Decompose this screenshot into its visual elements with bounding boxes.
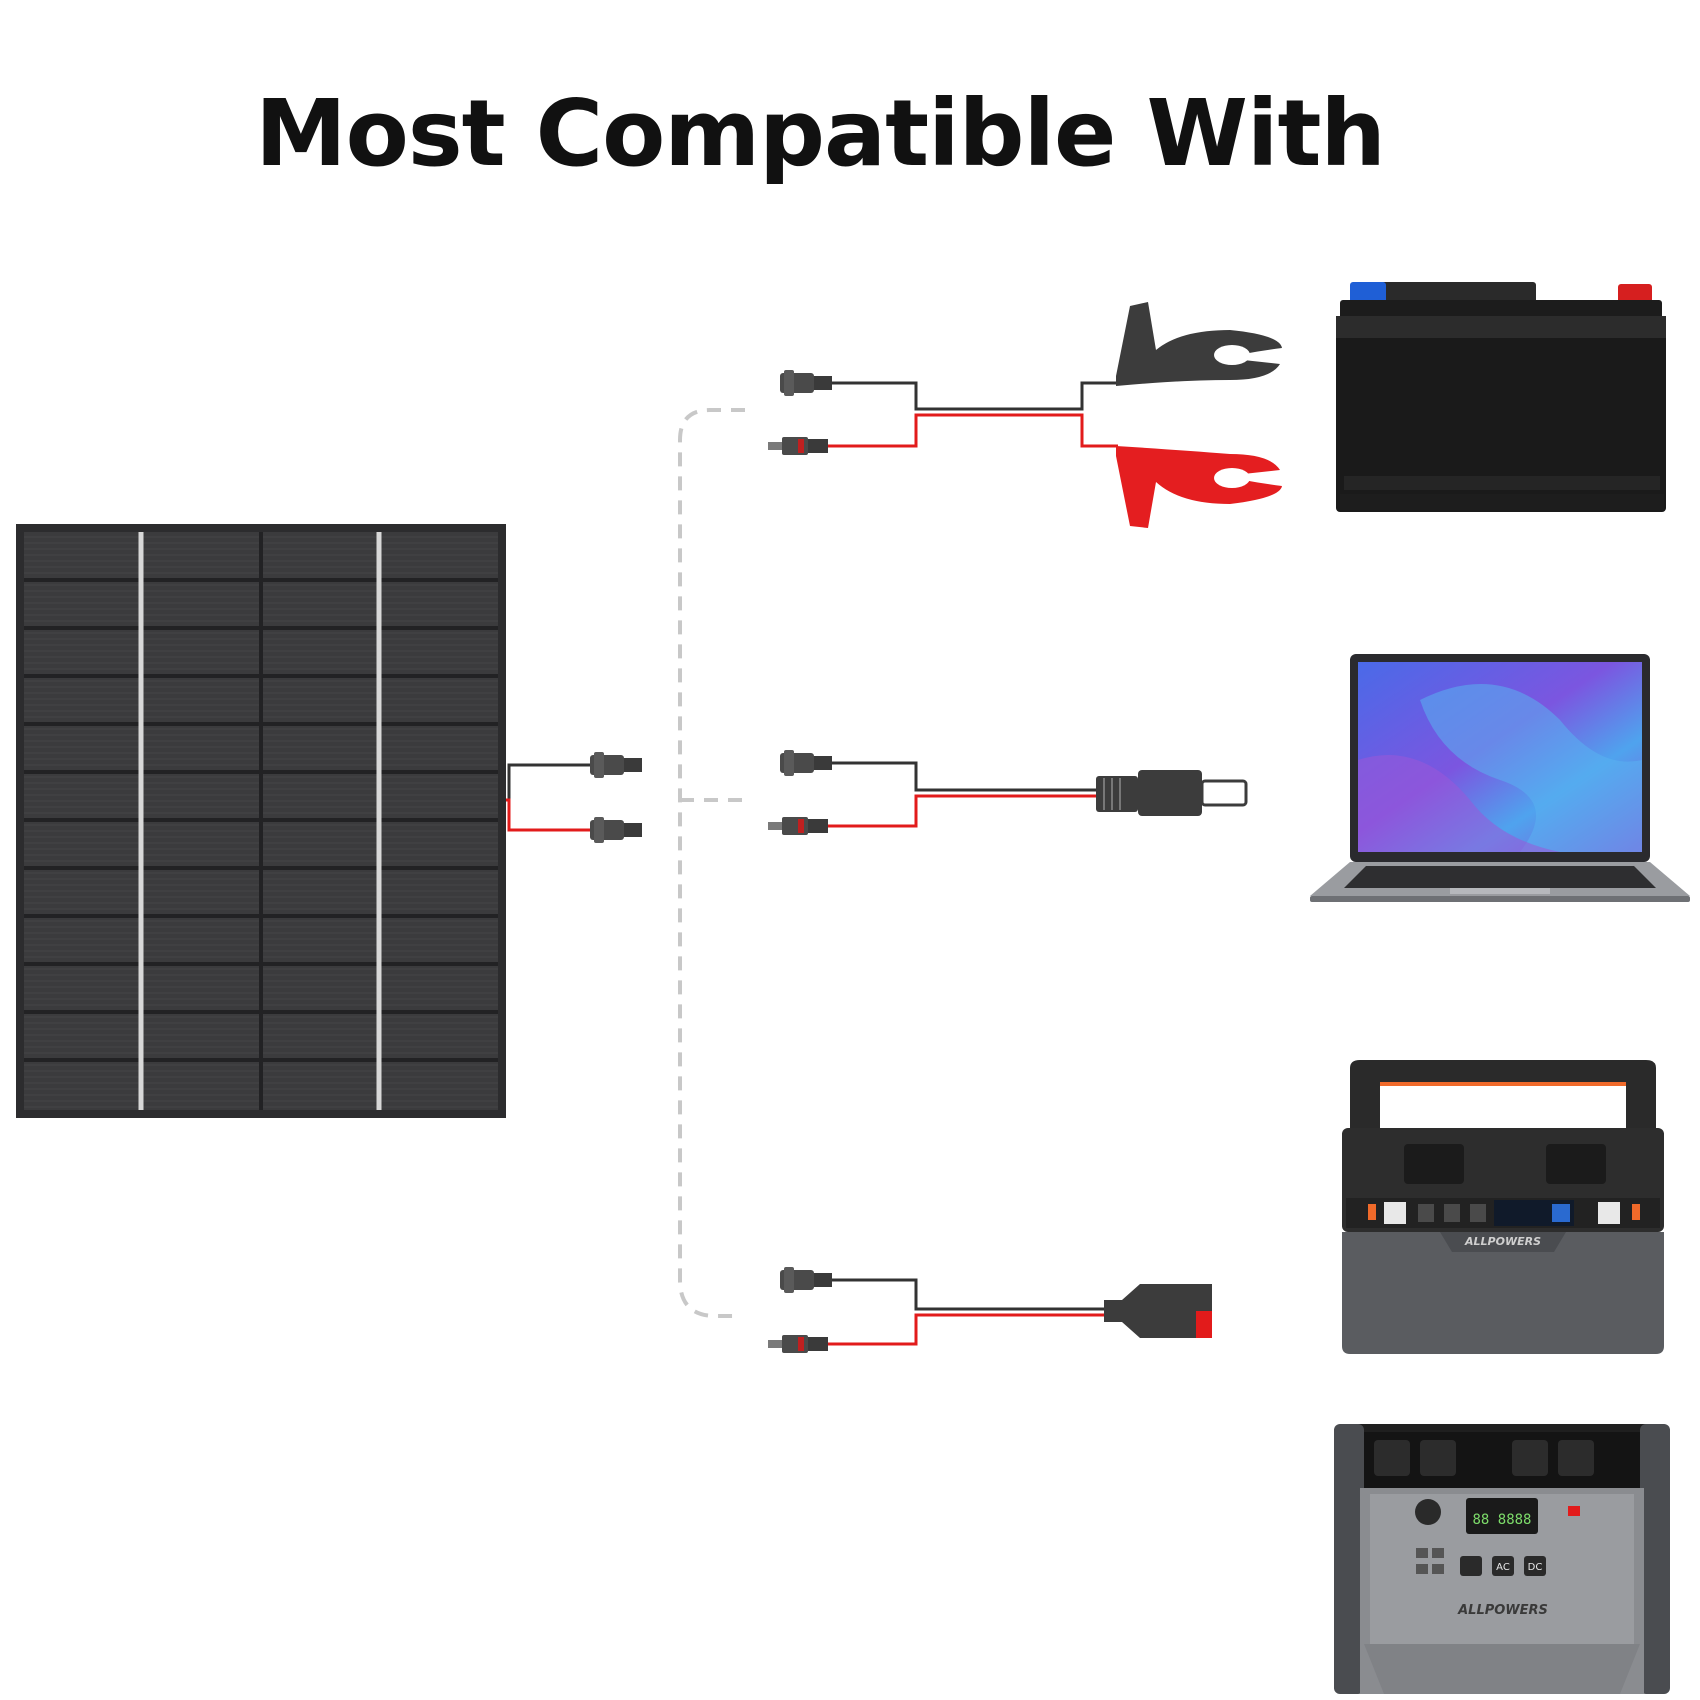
- panel-output-cables: [506, 752, 642, 843]
- black-clamp-icon: [1116, 302, 1282, 386]
- dc-barrel-plug-icon: [1096, 770, 1248, 816]
- anderson-plug-cable: [768, 1267, 1212, 1353]
- positive-terminal: [1618, 284, 1652, 304]
- mc4-connector-female-icon: [590, 752, 642, 778]
- negative-terminal: [1350, 282, 1386, 304]
- dc-plug-cable: [768, 750, 1248, 835]
- mc4-connector-male-icon: [768, 1335, 828, 1353]
- alligator-clip-cable: [768, 302, 1282, 528]
- mc4-connector-female-icon: [780, 370, 832, 396]
- brand-label: ALLPOWERS: [1464, 1235, 1541, 1248]
- solar-panel: [16, 524, 506, 1118]
- mc4-connector-female-icon: [780, 1267, 832, 1293]
- mc4-connector-male-icon: [768, 437, 828, 455]
- laptop-icon: [1310, 654, 1690, 902]
- dc-button-label: DC: [1528, 1562, 1543, 1573]
- power-station-icon: ALLPOWERS: [1342, 1060, 1664, 1354]
- ac-button-label: AC: [1496, 1562, 1510, 1573]
- car-battery-icon: [1336, 282, 1666, 512]
- solar-panel-cell-grid: [24, 532, 498, 1110]
- panel-negative-cable: [506, 763, 590, 802]
- distribution-dashed-line: [678, 408, 750, 1318]
- brand-label: ALLPOWERS: [1457, 1603, 1548, 1618]
- station-display: 88 8888: [1472, 1512, 1531, 1528]
- carry-handle: [1350, 1060, 1656, 1130]
- power-station-icon: 88 8888 AC DC ALLPOWERS: [1334, 1424, 1670, 1694]
- mc4-connector-male-icon: [590, 817, 642, 843]
- page-title: Most Compatible With: [255, 80, 1386, 187]
- mc4-connector-male-icon: [768, 817, 828, 835]
- anderson-plug-icon: [1104, 1284, 1212, 1338]
- mc4-connector-female-icon: [780, 750, 832, 776]
- red-clamp-icon: [1116, 446, 1282, 528]
- panel-positive-cable: [506, 798, 590, 832]
